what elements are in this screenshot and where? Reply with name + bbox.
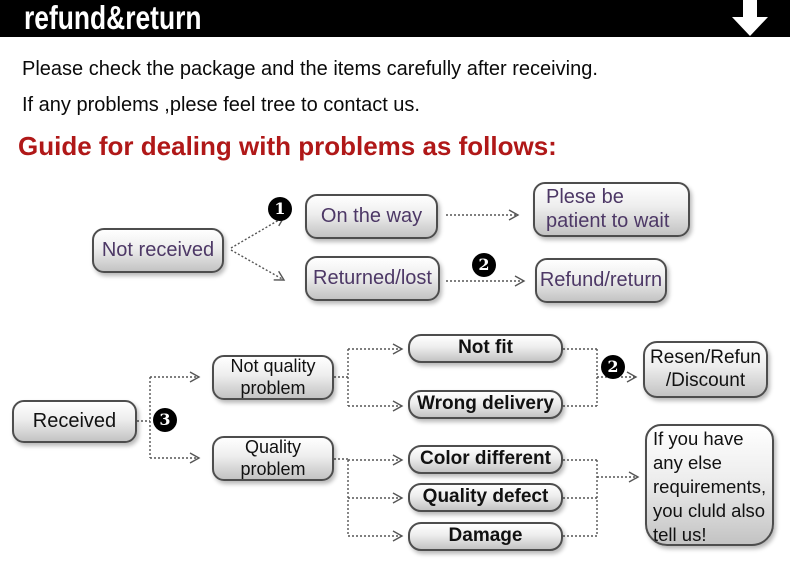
header-bar: refund&return <box>0 0 790 37</box>
node-not-fit: Not fit <box>408 334 563 363</box>
node-quality-defect: Quality defect <box>408 483 563 512</box>
node-not-received: Not received <box>92 228 224 273</box>
down-arrow-head <box>732 17 768 36</box>
badge-3: 3 <box>153 408 177 432</box>
node-extra-requirements-note: If you have any else requirements, you c… <box>645 424 774 546</box>
node-please-wait: Plese be patient to wait <box>533 182 690 237</box>
badge-2: 2 <box>472 253 496 277</box>
node-resend-refund-discount: Resen/Refun /Discount <box>643 341 768 398</box>
down-arrow-icon <box>732 0 768 37</box>
page-title: refund&return <box>24 0 202 37</box>
node-damage: Damage <box>408 522 563 551</box>
intro-line-1: Please check the package and the items c… <box>22 58 598 80</box>
node-returned-lost: Returned/lost <box>305 256 440 301</box>
down-arrow-shaft <box>743 0 757 17</box>
node-color-different: Color different <box>408 445 563 474</box>
node-received: Received <box>12 400 137 443</box>
node-refund-return: Refund/return <box>535 258 667 303</box>
node-wrong-delivery: Wrong delivery <box>408 390 563 419</box>
node-quality-problem: Quality problem <box>212 436 334 481</box>
node-on-the-way: On the way <box>305 194 438 239</box>
node-not-quality-problem: Not quality problem <box>212 355 334 400</box>
badge-1: 1 <box>268 197 292 221</box>
badge-2b: 2 <box>601 355 625 379</box>
intro-line-2: If any problems ,plese feel tree to cont… <box>22 94 420 116</box>
guide-heading: Guide for dealing with problems as follo… <box>18 131 557 161</box>
